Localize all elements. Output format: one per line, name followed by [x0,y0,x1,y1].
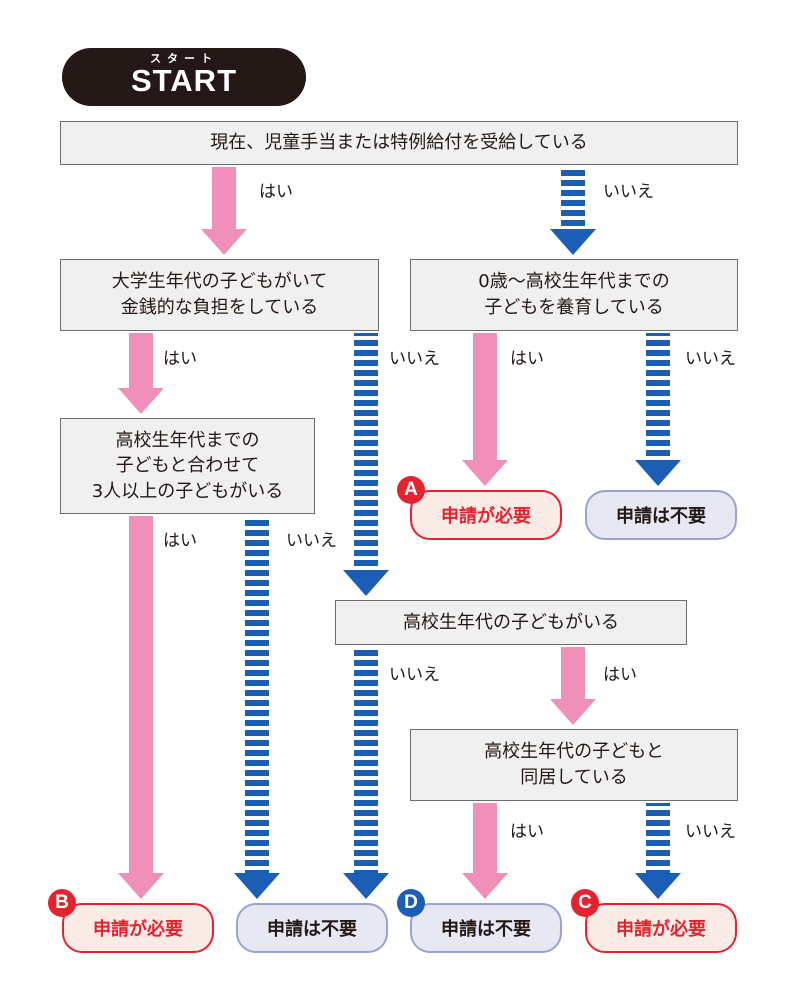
result-not-required-1: 申請は不要 [585,490,737,540]
start-pill [62,48,306,106]
no-label: いいえ [685,822,736,842]
arrow-shaft [129,333,153,388]
arrow-shaft [245,516,269,873]
no-arrow-q2-to-q5 [343,333,389,596]
result-c-application-required: 申請が必要 [585,903,737,953]
arrow-head [550,699,596,725]
question-line: 子どもと合わせて [115,455,260,477]
no-label: いいえ [685,349,736,369]
result-text: 申請は不要 [267,919,357,940]
question-text: 高校生年代の子どもがいる [403,611,619,633]
arrow-shaft [354,647,378,873]
arrow-shaft [646,333,670,460]
arrow-head [462,873,508,899]
arrow-head [343,570,389,596]
arrow-shaft [646,803,670,873]
question-line: 0歳～高校生年代までの [478,271,670,293]
no-arrow-q4-to-none_2 [234,516,280,899]
yes-arrow-q6-to-D [462,803,508,899]
arrow-head [343,873,389,899]
arrow-head [462,460,508,486]
yes-arrow-q5-to-q6 [550,647,596,725]
question-line: 3人以上の子どもがいる [91,480,284,502]
no-arrow-q5-to-none_2 [343,647,389,899]
arrow-head [118,873,164,899]
start-label: START [130,63,238,98]
result-text: 申請が必要 [441,506,531,527]
yes-arrow-q4-to-B [118,516,164,899]
result-not-required-2: 申請は不要 [236,903,388,953]
question-line: 同居している [520,767,628,788]
arrow-shaft [354,333,378,570]
no-arrow-q6-to-C [635,803,681,899]
yes-label: はい [603,665,637,685]
question-raising-child: 0歳～高校生年代までの 子どもを養育している [410,259,738,331]
question-currently-receiving: 現在、児童手当または特例給付を受給している [60,121,738,165]
arrow-shaft [212,167,236,229]
yes-arrow-q1-to-q2 [201,167,247,255]
no-arrow-q1-to-q3 [550,167,596,255]
arrow-head [118,388,164,414]
badge-b: B [48,889,76,917]
no-label: いいえ [603,182,654,202]
result-text: 申請は不要 [441,919,531,940]
question-three-or-more-children: 高校生年代までの 子どもと合わせて 3人以上の子どもがいる [60,418,315,514]
arrow-head [201,229,247,255]
arrow-head [635,873,681,899]
result-text: 申請は不要 [616,506,706,527]
result-b-application-required: 申請が必要 [62,903,214,953]
yes-label: はい [510,349,544,369]
question-line: 高校生年代までの [115,429,260,451]
no-arrow-q3-to-none_1 [635,333,681,486]
arrow-head [550,229,596,255]
yes-label: はい [163,349,197,369]
arrow-shaft [129,516,153,873]
yes-label: はい [510,822,544,842]
badge-a: A [397,476,425,504]
arrow-head [234,873,280,899]
question-line: 子どもを養育している [484,297,664,318]
yes-label: はい [259,182,293,202]
arrow-shaft [473,803,497,873]
question-line: 大学生年代の子どもがいて [111,271,328,293]
yes-label: はい [163,531,197,551]
question-university-age-child: 大学生年代の子どもがいて 金銭的な負担をしている [60,259,379,331]
question-text: 現在、児童手当または特例給付を受給している [210,132,588,154]
arrow-shaft [473,333,497,460]
question-line: 高校生年代の子どもと [484,741,664,763]
no-label: いいえ [389,349,440,369]
arrow-shaft [561,647,585,699]
question-high-school-age-child: 高校生年代の子どもがいる [335,600,687,645]
question-living-together: 高校生年代の子どもと 同居している [410,729,738,801]
question-line: 金銭的な負担をしている [120,297,319,318]
yes-arrow-q2-to-q4 [118,333,164,414]
no-label: いいえ [389,665,440,685]
result-a-application-required: 申請が必要 [410,490,562,540]
badge-c: C [571,889,599,917]
result-text: 申請が必要 [93,919,183,940]
arrow-head [635,460,681,486]
result-d-not-required: 申請は不要 [410,903,562,953]
arrow-shaft [561,167,585,229]
result-text: 申請が必要 [616,919,706,940]
start-ruby: スタート [150,52,218,65]
badge-d: D [397,889,425,917]
yes-arrow-q3-to-A [462,333,508,486]
no-label: いいえ [286,531,337,551]
